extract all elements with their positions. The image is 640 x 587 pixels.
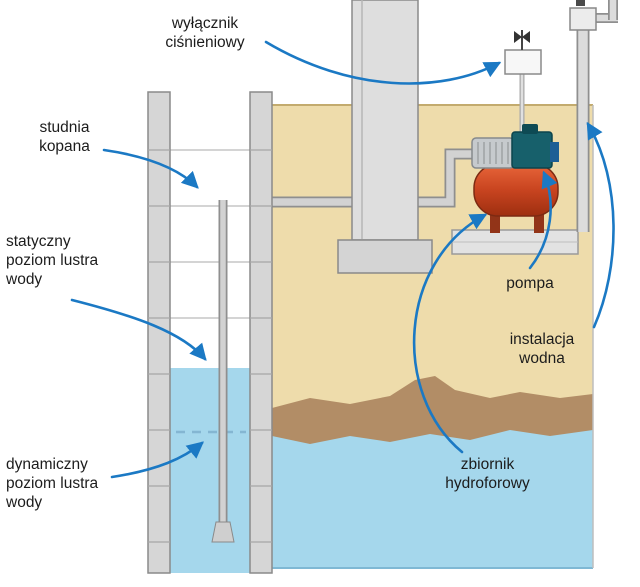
hydrophore-tank [473, 163, 559, 217]
well-right-wall [249, 91, 273, 574]
well-wall-ring-lines [148, 149, 272, 543]
arrow-water-installation [586, 121, 615, 329]
switch-valve-symbol [514, 30, 530, 50]
foot-valve [211, 521, 235, 543]
arrow-dynamic-level [110, 441, 204, 479]
annotation-arrows [70, 40, 615, 479]
tank-leg-left [490, 212, 500, 233]
arrow-pressure-switch [264, 40, 502, 85]
clay-layer [272, 376, 593, 444]
building [337, 0, 579, 274]
tank-leg-right [534, 212, 544, 233]
pressure-switch-box [504, 49, 542, 75]
well-ring-lines [170, 149, 250, 319]
building-foundation [337, 239, 433, 274]
pump-outlet [550, 142, 559, 162]
supply-pipe [219, 148, 482, 208]
installation-riser-pipe [569, 0, 618, 232]
arrow-dug-well [102, 148, 199, 189]
riser-elbow-fitting [569, 7, 597, 31]
pressure-switch-assembly [504, 30, 542, 132]
arrow-hydrophore-tank [412, 213, 488, 454]
building-column [351, 0, 419, 241]
pump-unit [471, 124, 559, 233]
arrow-static-level [70, 298, 207, 361]
pump-head [511, 131, 553, 169]
arrow-pump [528, 170, 558, 270]
dug-well [147, 91, 273, 574]
riser-valve-mark [576, 0, 585, 6]
aquifer-water [272, 424, 593, 568]
motor-fins [477, 142, 509, 164]
well-water [170, 368, 250, 573]
pump-head-cap [522, 124, 538, 134]
